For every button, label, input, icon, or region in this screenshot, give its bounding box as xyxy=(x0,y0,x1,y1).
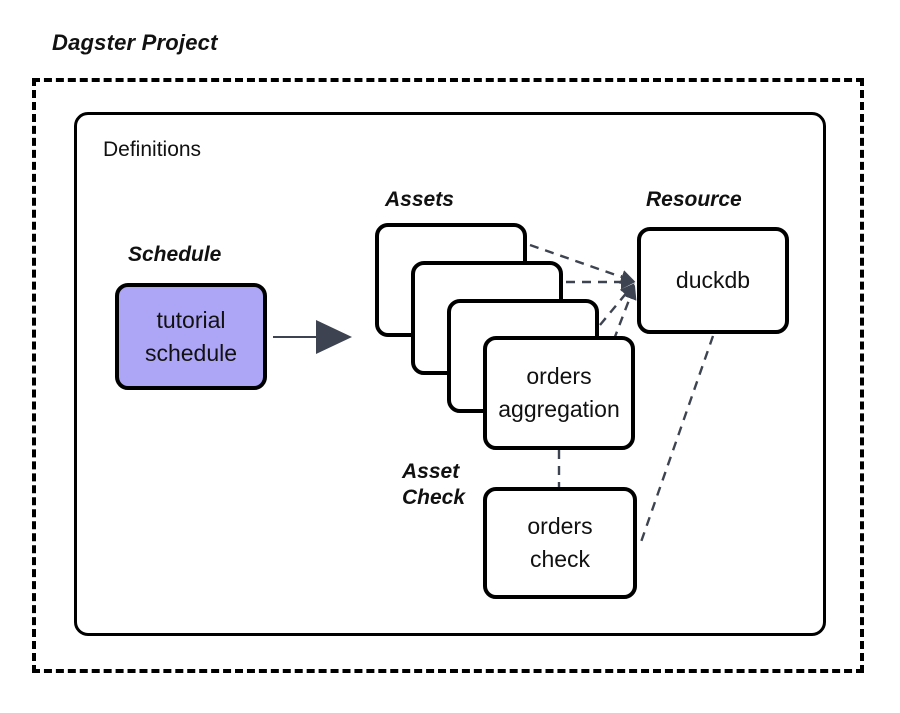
node-tutorial-schedule-line2: schedule xyxy=(144,339,238,366)
node-orders-check-line1: orders xyxy=(527,513,593,540)
node-duckdb-line1: duckdb xyxy=(675,267,751,294)
node-orders-check-line2: check xyxy=(529,546,591,572)
caption-asset-check-line2: Check xyxy=(402,486,466,510)
node-orders-aggregation[interactable]: orders aggregation xyxy=(483,336,635,450)
node-orders-aggregation-line2: aggregation xyxy=(498,396,620,422)
node-duckdb[interactable]: duckdb xyxy=(637,227,789,334)
node-orders-aggregation-line1: orders xyxy=(526,363,592,390)
project-title: Dagster Project xyxy=(52,30,218,55)
caption-asset-check-line1: Asset xyxy=(402,460,460,483)
caption-schedule: Schedule xyxy=(128,243,222,266)
node-orders-check[interactable]: orders check xyxy=(483,487,637,599)
node-tutorial-schedule-line1: tutorial xyxy=(156,306,226,333)
node-tutorial-schedule[interactable]: tutorial schedule xyxy=(115,283,267,390)
project-container xyxy=(32,78,864,673)
definitions-label: Definitions xyxy=(103,138,202,161)
caption-asset-check: Asset Check xyxy=(402,459,465,512)
caption-resource: Resource xyxy=(646,188,742,211)
caption-assets: Assets xyxy=(385,188,454,211)
